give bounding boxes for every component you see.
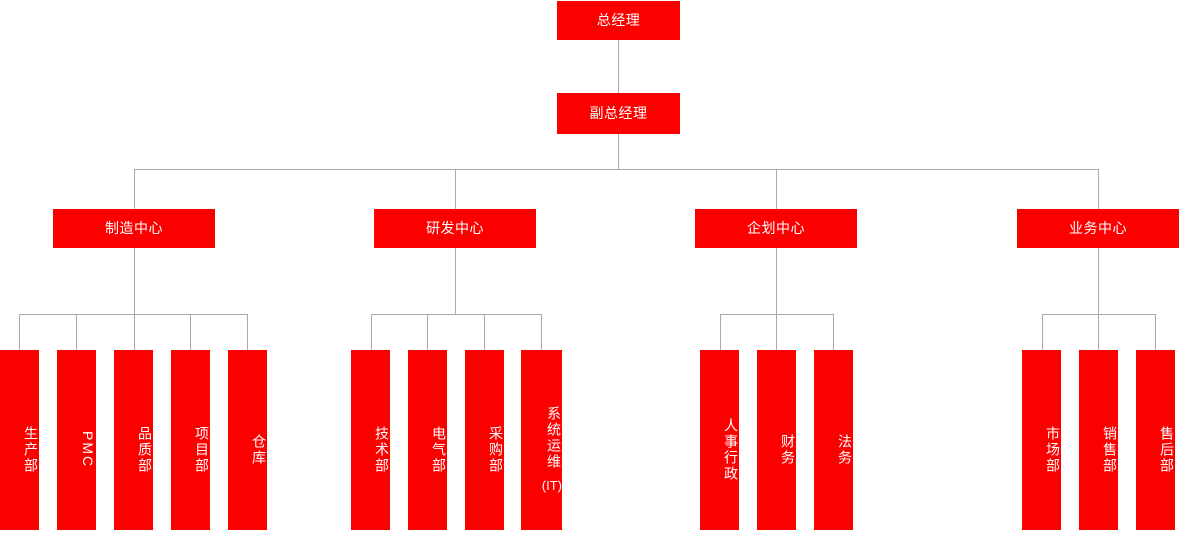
- connector-rnd-bus: [371, 314, 541, 315]
- node-label: 研发中心: [426, 219, 484, 236]
- node-technology-dept[interactable]: 技术部: [351, 350, 390, 530]
- node-label: 副总经理: [589, 104, 648, 121]
- connector-drop-mkt: [1042, 314, 1043, 350]
- node-label: 企划中心: [747, 219, 805, 236]
- node-label: 采购部: [488, 426, 504, 474]
- connector-drop-elec: [427, 314, 428, 350]
- connector-drop-rnd: [455, 169, 456, 209]
- node-it-operations-dept[interactable]: 系统运维 (IT): [521, 350, 562, 530]
- connector-drop-fin: [776, 314, 777, 350]
- node-quality-dept[interactable]: 品质部: [114, 350, 153, 530]
- node-warehouse[interactable]: 仓库: [228, 350, 267, 530]
- node-label: 市场部: [1045, 426, 1061, 474]
- node-general-manager[interactable]: 总经理: [557, 1, 680, 40]
- node-manufacturing-center[interactable]: 制造中心: [53, 209, 215, 248]
- node-label: 项目部: [194, 426, 210, 474]
- connector-drop-tech: [371, 314, 372, 350]
- connector-rnd-drop: [455, 248, 456, 314]
- node-marketing-dept[interactable]: 市场部: [1022, 350, 1061, 530]
- connector-drop-purch: [484, 314, 485, 350]
- connector-biz-drop: [1098, 248, 1099, 314]
- node-label: 仓库: [251, 434, 267, 466]
- node-label: 业务中心: [1069, 219, 1127, 236]
- node-label: PMC: [80, 431, 96, 469]
- connector-drop-qa: [134, 314, 135, 350]
- node-planning-center[interactable]: 企划中心: [695, 209, 857, 248]
- node-sublabel: (IT): [541, 477, 562, 493]
- connector-drop-biz: [1098, 169, 1099, 209]
- connector-drop-hr: [720, 314, 721, 350]
- node-label: 技术部: [374, 426, 390, 474]
- node-label: 销售部: [1102, 426, 1118, 474]
- node-hr-admin-dept[interactable]: 人事行政: [700, 350, 739, 530]
- connector-drop-wh: [247, 314, 248, 350]
- node-label: 财务: [780, 434, 796, 466]
- connector-drop-prod: [19, 314, 20, 350]
- node-aftersales-dept[interactable]: 售后部: [1136, 350, 1175, 530]
- connector-plan-drop: [776, 248, 777, 314]
- connector-level3-bus: [134, 169, 1099, 170]
- connector-drop-it: [541, 314, 542, 350]
- node-deputy-general-manager[interactable]: 副总经理: [557, 93, 680, 134]
- node-label: 法务: [837, 434, 853, 466]
- node-label: 系统运维: [546, 405, 562, 470]
- node-label: 品质部: [137, 426, 153, 474]
- connector-drop-after: [1155, 314, 1156, 350]
- connector-dgm-drop: [618, 134, 619, 169]
- connector-drop-plan: [776, 169, 777, 209]
- connector-gm-to-dgm: [618, 40, 619, 93]
- connector-mfg-bus: [19, 314, 247, 315]
- connector-drop-proj: [190, 314, 191, 350]
- node-pmc-dept[interactable]: PMC: [57, 350, 96, 530]
- node-project-dept[interactable]: 项目部: [171, 350, 210, 530]
- node-label: 总经理: [596, 11, 641, 28]
- node-production-dept[interactable]: 生产部: [0, 350, 39, 530]
- node-finance-dept[interactable]: 财务: [757, 350, 796, 530]
- node-label: 售后部: [1159, 426, 1175, 474]
- node-rnd-center[interactable]: 研发中心: [374, 209, 536, 248]
- node-legal-dept[interactable]: 法务: [814, 350, 853, 530]
- node-sales-dept[interactable]: 销售部: [1079, 350, 1118, 530]
- node-business-center[interactable]: 业务中心: [1017, 209, 1179, 248]
- node-label: 制造中心: [105, 219, 163, 236]
- node-label: 电气部: [431, 426, 447, 474]
- node-label: 人事行政: [723, 418, 739, 482]
- connector-drop-mfg: [134, 169, 135, 209]
- connector-drop-pmc: [76, 314, 77, 350]
- node-label: 生产部: [23, 426, 39, 474]
- connector-mfg-drop: [134, 248, 135, 314]
- node-purchasing-dept[interactable]: 采购部: [465, 350, 504, 530]
- connector-drop-legal: [833, 314, 834, 350]
- node-electrical-dept[interactable]: 电气部: [408, 350, 447, 530]
- connector-drop-sales: [1098, 314, 1099, 350]
